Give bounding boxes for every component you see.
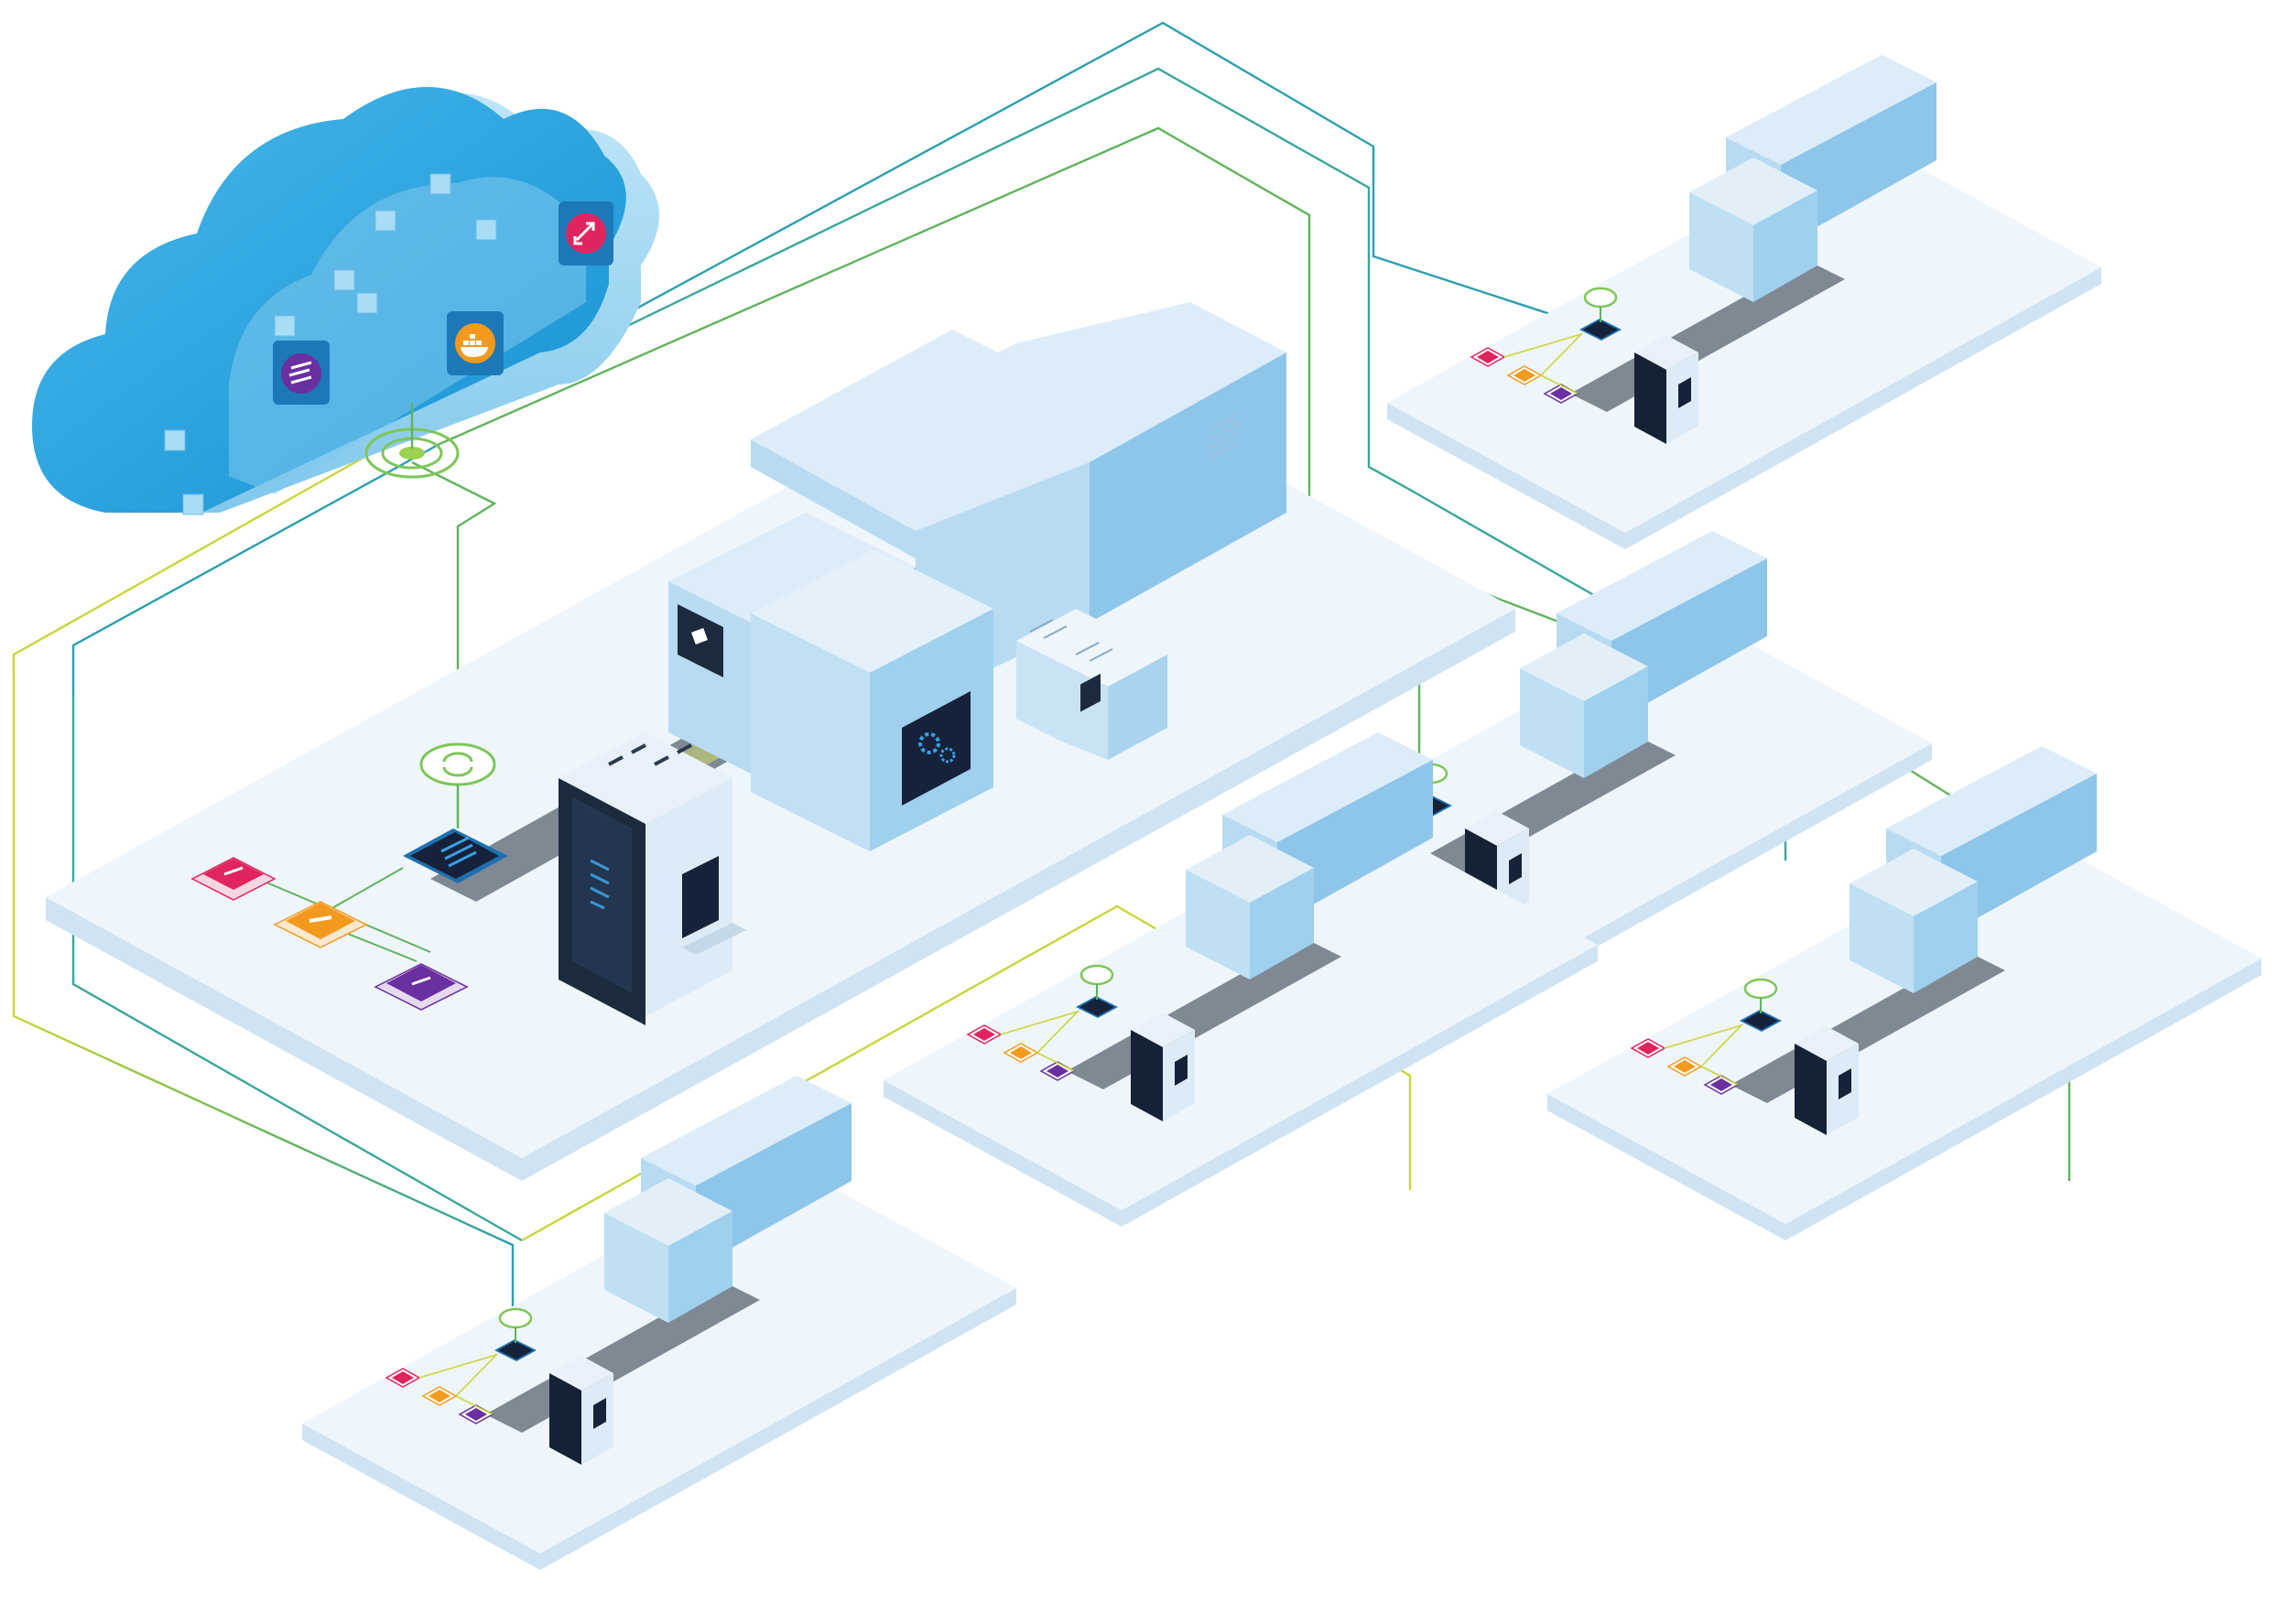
control-cabinet-icon[interactable]	[1634, 335, 1698, 444]
tile-links	[1664, 1023, 1744, 1086]
machine	[1850, 746, 2097, 993]
app-tile-stack[interactable]	[374, 963, 469, 1011]
link-cloud-down	[411, 460, 497, 732]
app-tile-docker[interactable]	[421, 1386, 458, 1406]
tile-links	[418, 1353, 499, 1415]
swap-icon	[573, 222, 595, 245]
sync-icon[interactable]	[1583, 287, 1618, 309]
tile-links	[1503, 332, 1584, 395]
docker-icon	[461, 334, 488, 357]
edge-device-icon[interactable]	[494, 1339, 537, 1361]
edge-device-icon[interactable]	[1076, 996, 1118, 1018]
processing-unit	[751, 549, 993, 851]
central-factory-site	[46, 302, 1515, 1181]
link-cloud-left	[12, 428, 413, 677]
link-cloud-to-southwest	[71, 696, 523, 1242]
stack-icon	[288, 361, 312, 384]
tile-links	[1000, 1010, 1080, 1072]
app-tile-docker[interactable]	[273, 901, 368, 948]
control-cabinet-icon[interactable]	[1795, 1026, 1859, 1135]
site-south-east	[1547, 746, 2262, 1240]
machine	[1186, 732, 1433, 980]
sync-icon[interactable]	[1743, 978, 1778, 1000]
cloud-inner-panel	[229, 177, 586, 495]
machine	[604, 1076, 852, 1323]
cloud-service-stack-tile[interactable]	[273, 341, 330, 405]
gear-icon[interactable]	[902, 691, 971, 806]
remote-sites	[302, 55, 2262, 1570]
edge-device-icon[interactable]	[1579, 319, 1622, 341]
control-cabinet-icon[interactable]	[559, 732, 746, 1025]
app-tile-docker[interactable]	[1666, 1056, 1703, 1077]
site-north-east	[1387, 55, 2101, 549]
app-tile-swap[interactable]	[966, 1024, 1003, 1045]
cloud-service-docker-tile[interactable]	[447, 311, 504, 375]
cloud-platform	[32, 87, 660, 515]
site-south	[884, 732, 1598, 1227]
twin-server-units	[1016, 609, 1167, 760]
sync-icon[interactable]	[1079, 964, 1114, 986]
edge-device-icon[interactable]	[403, 828, 508, 883]
stack-icon[interactable]	[678, 604, 723, 677]
broadcast-icon[interactable]	[364, 403, 460, 479]
machine	[1520, 531, 1767, 778]
cloud-service-swap-tile[interactable]	[559, 201, 613, 265]
vent-grille	[1208, 413, 1242, 459]
app-tile-swap[interactable]	[1630, 1038, 1666, 1058]
control-cabinet-icon[interactable]	[1131, 1012, 1195, 1121]
edge-device-icon[interactable]	[1740, 1010, 1782, 1032]
cloud-cubes	[164, 173, 497, 515]
control-cabinet-icon[interactable]	[549, 1356, 613, 1465]
machine	[1689, 55, 1936, 302]
app-tile-swap[interactable]	[385, 1368, 421, 1388]
sync-icon[interactable]	[498, 1307, 533, 1329]
site-south-west	[302, 1076, 1016, 1570]
app-tile-swap[interactable]	[190, 857, 277, 901]
sync-icon[interactable]	[419, 742, 496, 786]
link-cloud-left-2	[71, 442, 440, 696]
